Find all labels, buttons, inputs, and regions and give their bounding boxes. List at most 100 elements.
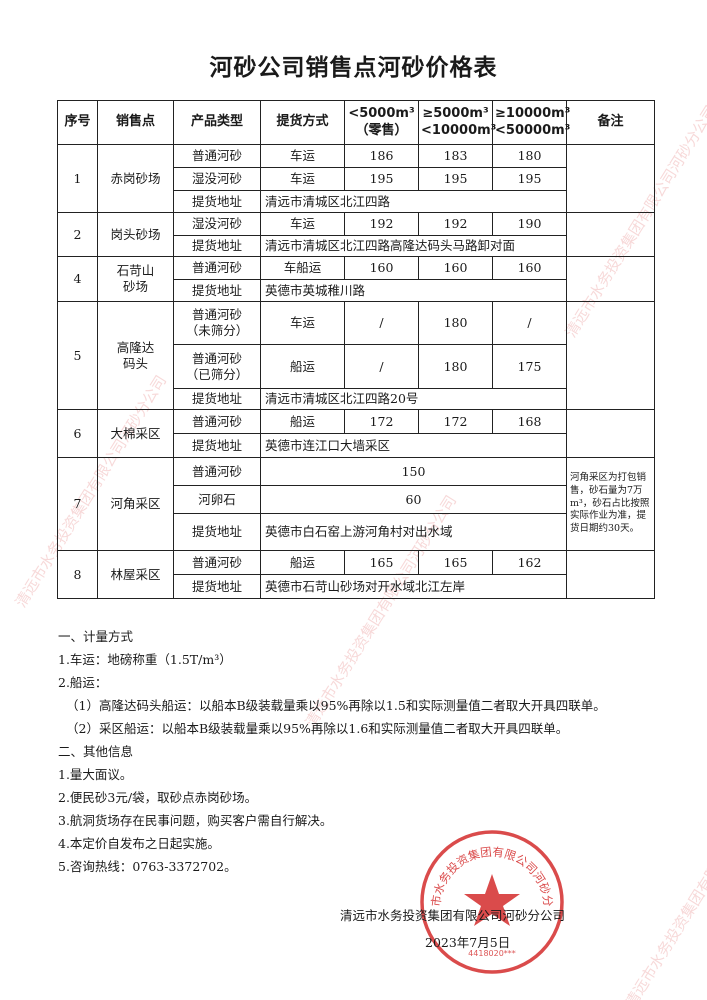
header-delivery: 提货方式 [260, 100, 345, 145]
product-type: 普通河砂（未筛分） [173, 301, 261, 345]
price-tier3: 195 [492, 167, 567, 191]
header-tier3-line2: <50000m³ [495, 122, 571, 138]
price-tier3: 180 [492, 144, 567, 168]
product-type: 普通河砂 [173, 144, 261, 168]
address-value: 清远市清城区北江四路高隆达码头马路卸对面 [260, 235, 567, 257]
delivery-method: 车运 [260, 212, 345, 236]
price-tier3: 175 [492, 344, 567, 389]
product-type: 湿没河砂 [173, 167, 261, 191]
table-row: 4 石苛山砂场 普通河砂 车船运 160 160 160 [57, 256, 655, 302]
price-tier3: / [492, 301, 567, 345]
delivery-method: 船运 [260, 409, 345, 434]
address-label: 提货地址 [173, 190, 261, 213]
notes-section: 一、计量方式 1.车运：地磅称重（1.5T/m³） 2.船运： （1）高隆达码头… [58, 625, 606, 878]
address-value: 英德市英城稚川路 [260, 279, 567, 302]
table-row: 8 林屋采区 普通河砂 船运 165 165 162 [57, 550, 655, 599]
address-row: 提货地址 清远市清城区北江四路20号 [58, 388, 655, 410]
note-line: （2）采区船运：以船本B级装载量乘以95%再除以1.6和实际测量值二者取大开具四… [66, 721, 569, 736]
seal-ring [420, 830, 564, 974]
price-tier1: / [344, 301, 419, 345]
header-tier1-line1: <5000m³ [348, 106, 415, 122]
address-label: 提货地址 [173, 574, 261, 599]
site-name: 河角采区 [97, 457, 174, 551]
issuer-company: 清远市水务投资集团有限公司河砂分公司 [340, 908, 566, 923]
address-row: 提货地址 清远市清城区北江四路 [58, 190, 655, 213]
remark-cell [566, 256, 655, 302]
note-line: （1）高隆达码头船运：以船本B级装载量乘以95%再除以1.5和实际测量值二者取大… [66, 698, 606, 713]
site-name-line1: 石苛山 [116, 263, 155, 279]
header-tier3-line1: ≥10000m³ [495, 106, 571, 122]
header-tier2-line2: <10000m³ [421, 122, 497, 138]
price-tier1: 186 [344, 144, 419, 168]
note-line: 3.航洞货场存在民事问题，购买客户需自行解决。 [58, 813, 333, 828]
header-tier1: <5000m³（零售） [344, 100, 419, 145]
note-line: 4.本定价自发布之日起实施。 [58, 836, 220, 851]
package-price: 150 [260, 457, 567, 486]
price-tier2: 160 [418, 256, 493, 280]
remark-cell [566, 301, 655, 410]
table-row: 6 大棉采区 普通河砂 船运 172 172 168 [57, 409, 655, 458]
delivery-method: 车船运 [260, 256, 345, 280]
seal-number: 4418020*** [468, 949, 516, 958]
product-line1: 普通河砂 [191, 307, 242, 323]
section-title-other: 二、其他信息 [58, 744, 134, 759]
site-no: 2 [57, 212, 98, 257]
product-type: 湿没河砂 [173, 212, 261, 236]
delivery-method: 船运 [260, 344, 345, 389]
price-tier1: 165 [344, 550, 419, 575]
delivery-method: 车运 [260, 301, 345, 345]
table-header-row: 序号 销售点 产品类型 提货方式 <5000m³（零售） ≥5000m³<100… [57, 100, 655, 145]
price-table: 序号 销售点 产品类型 提货方式 <5000m³（零售） ≥5000m³<100… [57, 100, 655, 599]
price-tier1: 192 [344, 212, 419, 236]
site-name: 石苛山砂场 [97, 256, 174, 302]
table-row: 1 赤岗砂场 普通河砂 车运 186 183 180 [57, 144, 655, 213]
address-row: 提货地址 英德市白石窑上游河角村对出水域 [58, 513, 655, 551]
site-name: 大棉采区 [97, 409, 174, 458]
section-title-measurement: 一、计量方式 [58, 629, 134, 644]
price-tier3: 160 [492, 256, 567, 280]
delivery-method: 车运 [260, 167, 345, 191]
address-label: 提货地址 [173, 279, 261, 302]
address-label: 提货地址 [173, 235, 261, 257]
price-tier1: 172 [344, 409, 419, 434]
header-tier2-line1: ≥5000m³ [422, 106, 489, 122]
header-tier1-line2: （零售） [355, 122, 408, 138]
price-tier1: 160 [344, 256, 419, 280]
header-no: 序号 [57, 100, 98, 145]
price-tier3: 162 [492, 550, 567, 575]
site-name: 岗头砂场 [97, 212, 174, 257]
table-row: 普通河砂（已筛分） 船运 / 180 175 [58, 344, 655, 389]
price-tier2: 180 [418, 301, 493, 345]
price-tier2: 192 [418, 212, 493, 236]
remark-cell [566, 212, 655, 257]
address-value: 清远市清城区北江四路 [260, 190, 567, 213]
header-tier2: ≥5000m³<10000m³ [418, 100, 497, 145]
address-label: 提货地址 [173, 513, 261, 551]
address-row: 提货地址 英德市英城稚川路 [58, 279, 655, 302]
issue-date: 2023年7月5日 [425, 935, 511, 950]
delivery-method: 车运 [260, 144, 345, 168]
site-name: 赤岗砂场 [97, 144, 174, 213]
note-line: 2.船运： [58, 675, 108, 690]
delivery-method: 船运 [260, 550, 345, 575]
note-line: 2.便民砂3元/袋，取砂点赤岗砂场。 [58, 790, 258, 805]
note-line: 1.量大面议。 [58, 767, 133, 782]
price-tier2: 183 [418, 144, 493, 168]
header-tier3: ≥10000m³<50000m³ [492, 100, 571, 145]
remark-cell [566, 144, 655, 213]
product-type: 河卵石 [173, 485, 261, 514]
site-name-line1: 高隆达 [116, 339, 155, 355]
site-no: 5 [57, 301, 98, 410]
package-price: 60 [260, 485, 567, 514]
table-row: 湿没河砂 车运 195 195 195 [58, 167, 655, 191]
address-value: 清远市清城区北江四路20号 [260, 388, 567, 410]
page-title: 河砂公司销售点河砂价格表 [209, 55, 498, 81]
product-type: 普通河砂 [173, 409, 261, 434]
note-line: 1.车运：地磅称重（1.5T/m³） [58, 652, 232, 667]
note-line: 5.咨询热线：0763-3372702。 [58, 859, 237, 874]
address-value: 英德市白石窑上游河角村对出水域 [260, 513, 567, 551]
price-tier1: / [344, 344, 419, 389]
table-row: 7 河角采区 普通河砂 150 河角采区为打包销售，砂石量为7万m³，砂石占比按… [57, 457, 655, 551]
table-row: 河卵石 60 [58, 485, 655, 514]
company-seal: 清远市水务投资集团有限公司河砂分公司 4418020*** [418, 828, 564, 974]
